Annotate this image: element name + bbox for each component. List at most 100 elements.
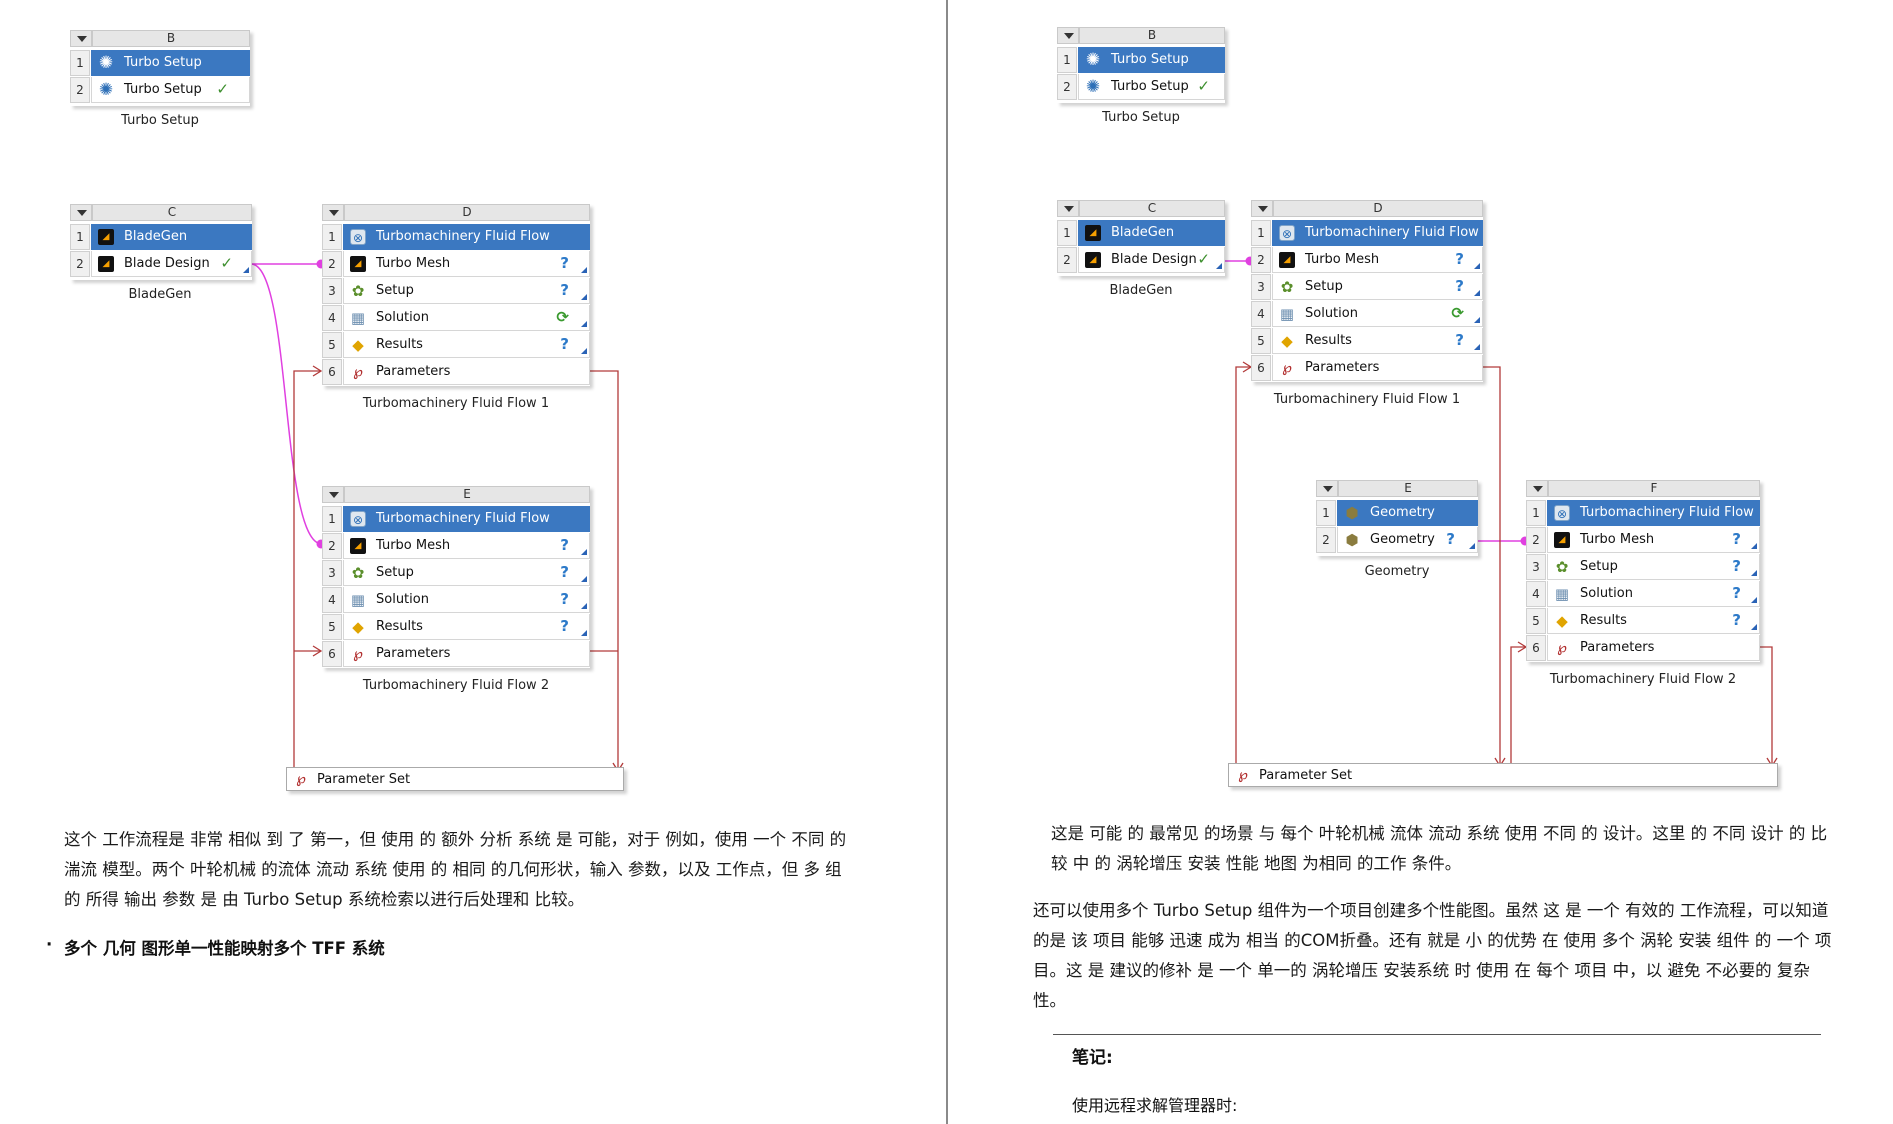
bullet-heading: 多个 几何 图形单一性能映射多个 TFF 系统 xyxy=(64,939,385,958)
solution-icon: ▦ xyxy=(350,591,366,609)
system-f-right[interactable]: F 1⊗Turbomachinery Fluid Flow 2◢Turbo Me… xyxy=(1526,480,1760,662)
collapse-arrow-icon[interactable] xyxy=(70,204,92,221)
parameters-icon: ℘ xyxy=(1557,640,1567,656)
question-icon: ? xyxy=(1455,250,1464,268)
refresh-icon: ⟳ xyxy=(556,308,569,326)
turbo-mesh-icon: ◢ xyxy=(1554,532,1570,548)
note-title: 笔记: xyxy=(1072,1048,1113,1068)
system-caption: Turbomachinery Fluid Flow 2 xyxy=(362,678,550,693)
solution-icon: ▦ xyxy=(350,309,366,327)
question-icon: ? xyxy=(560,281,569,299)
setup-icon: ✿ xyxy=(351,564,365,582)
system-caption: Turbomachinery Fluid Flow 2 xyxy=(1549,672,1737,687)
collapse-arrow-icon[interactable] xyxy=(1316,480,1338,497)
collapse-arrow-icon[interactable] xyxy=(1526,480,1548,497)
system-caption: Turbo Setup xyxy=(121,113,199,128)
turbo-mesh-icon: ◢ xyxy=(350,256,366,272)
system-d-left[interactable]: D 1⊗Turbomachinery Fluid Flow 2◢Turbo Me… xyxy=(322,204,590,386)
param-link-left xyxy=(590,370,619,771)
question-icon: ? xyxy=(560,563,569,581)
system-caption: BladeGen xyxy=(128,287,192,302)
corner-marker-icon xyxy=(243,267,249,273)
turbo-mesh-icon: ◢ xyxy=(1279,252,1295,268)
system-caption: Turbo Setup xyxy=(1102,110,1180,125)
system-caption: Turbomachinery Fluid Flow 1 xyxy=(362,396,550,411)
turbo-setup-icon: ✺ xyxy=(98,53,114,73)
question-icon: ? xyxy=(560,617,569,635)
check-icon: ✓ xyxy=(216,80,229,98)
paragraph-left: 这个 工作流程是 非常 相似 到 了 第一，但 使用 的 额外 分析 系统 是 … xyxy=(64,830,847,909)
setup-icon: ✿ xyxy=(1280,278,1294,296)
geometry-icon: ⬢ xyxy=(1345,504,1359,522)
turbo-setup-icon: ✺ xyxy=(98,80,114,100)
system-row[interactable]: 2 ✺Turbo Setup✓ xyxy=(70,77,250,103)
system-caption: Geometry xyxy=(1364,564,1430,579)
system-column-header: B xyxy=(92,30,250,47)
system-b-right[interactable]: B 1✺Turbo Setup 2✺Turbo Setup✓ xyxy=(1057,27,1225,103)
system-caption: BladeGen xyxy=(1109,283,1173,298)
question-icon: ? xyxy=(560,335,569,353)
collapse-arrow-icon[interactable] xyxy=(1057,27,1079,44)
results-icon: ◆ xyxy=(1556,612,1568,630)
system-e-left[interactable]: E 1⊗Turbomachinery Fluid Flow 2◢Turbo Me… xyxy=(322,486,590,668)
results-icon: ◆ xyxy=(352,336,364,354)
question-icon: ? xyxy=(1446,530,1455,548)
setup-icon: ✿ xyxy=(1555,558,1569,576)
tff-icon: ⊗ xyxy=(350,229,366,245)
bladegen-icon: ◢ xyxy=(98,229,114,245)
system-c-right[interactable]: C 1◢BladeGen 2◢Blade Design✓ xyxy=(1057,200,1225,276)
parameters-icon: ℘ xyxy=(1238,767,1248,783)
system-b-left[interactable]: B 1 ✺Turbo Setup 2 ✺Turbo Setup✓ xyxy=(70,30,250,106)
setup-icon: ✿ xyxy=(351,282,365,300)
link-c2-e2 xyxy=(250,263,323,545)
results-icon: ◆ xyxy=(352,618,364,636)
system-d-right[interactable]: D 1⊗Turbomachinery Fluid Flow 2◢Turbo Me… xyxy=(1251,200,1483,382)
results-icon: ◆ xyxy=(1281,332,1293,350)
question-icon: ? xyxy=(1732,611,1741,629)
question-icon: ? xyxy=(560,254,569,272)
question-icon: ? xyxy=(1732,584,1741,602)
system-c-left[interactable]: C 1 ◢BladeGen 2 ◢Blade Design✓ xyxy=(70,204,252,280)
question-icon: ? xyxy=(1455,331,1464,349)
parameters-icon: ℘ xyxy=(1282,360,1292,376)
tff-icon: ⊗ xyxy=(1554,505,1570,521)
bladegen-icon: ◢ xyxy=(1085,225,1101,241)
system-e-right[interactable]: E 1⬢Geometry 2⬢Geometry? xyxy=(1316,480,1478,556)
parameter-set-bar[interactable]: ℘Parameter Set xyxy=(1228,763,1778,787)
paragraph-right-2: 还可以使用多个 Turbo Setup 组件为一个项目创建多个性能图。虽然 这 … xyxy=(1033,901,1832,1010)
collapse-arrow-icon[interactable] xyxy=(1057,200,1079,217)
page-divider xyxy=(946,0,948,1124)
collapse-arrow-icon[interactable] xyxy=(322,486,344,503)
system-row[interactable]: 1 ✺Turbo Setup xyxy=(70,50,250,76)
check-icon: ✓ xyxy=(1197,77,1210,95)
system-caption: Turbomachinery Fluid Flow 1 xyxy=(1273,392,1461,407)
parameter-set-bar[interactable]: ℘Parameter Set xyxy=(286,767,624,791)
parameters-icon: ℘ xyxy=(296,771,306,787)
bladegen-icon: ◢ xyxy=(1085,252,1101,268)
bullet-marker: · xyxy=(46,935,53,954)
note-rule xyxy=(1053,1034,1821,1035)
bladegen-icon: ◢ xyxy=(98,256,114,272)
tff-icon: ⊗ xyxy=(350,511,366,527)
question-icon: ? xyxy=(1732,557,1741,575)
turbo-setup-icon: ✺ xyxy=(1085,77,1101,97)
solution-icon: ▦ xyxy=(1554,585,1570,603)
collapse-arrow-icon[interactable] xyxy=(70,30,92,47)
collapse-arrow-icon[interactable] xyxy=(1251,200,1273,217)
param-link-right xyxy=(1483,366,1501,766)
parameters-icon: ℘ xyxy=(353,364,363,380)
refresh-icon: ⟳ xyxy=(1451,304,1464,322)
collapse-arrow-icon[interactable] xyxy=(322,204,344,221)
question-icon: ? xyxy=(1455,277,1464,295)
geometry-icon: ⬢ xyxy=(1345,531,1359,549)
parameters-icon: ℘ xyxy=(353,646,363,662)
turbo-setup-icon: ✺ xyxy=(1085,50,1101,70)
question-icon: ? xyxy=(560,590,569,608)
paragraph-right-1: 这是 可能 的 最常见 的场景 与 每个 叶轮机械 流体 流动 系统 使用 不同… xyxy=(1051,824,1828,873)
check-icon: ✓ xyxy=(220,254,233,272)
tff-icon: ⊗ xyxy=(1279,225,1295,241)
check-icon: ✓ xyxy=(1197,250,1210,268)
param-link-left-in xyxy=(293,370,320,771)
solution-icon: ▦ xyxy=(1279,305,1295,323)
question-icon: ? xyxy=(560,536,569,554)
